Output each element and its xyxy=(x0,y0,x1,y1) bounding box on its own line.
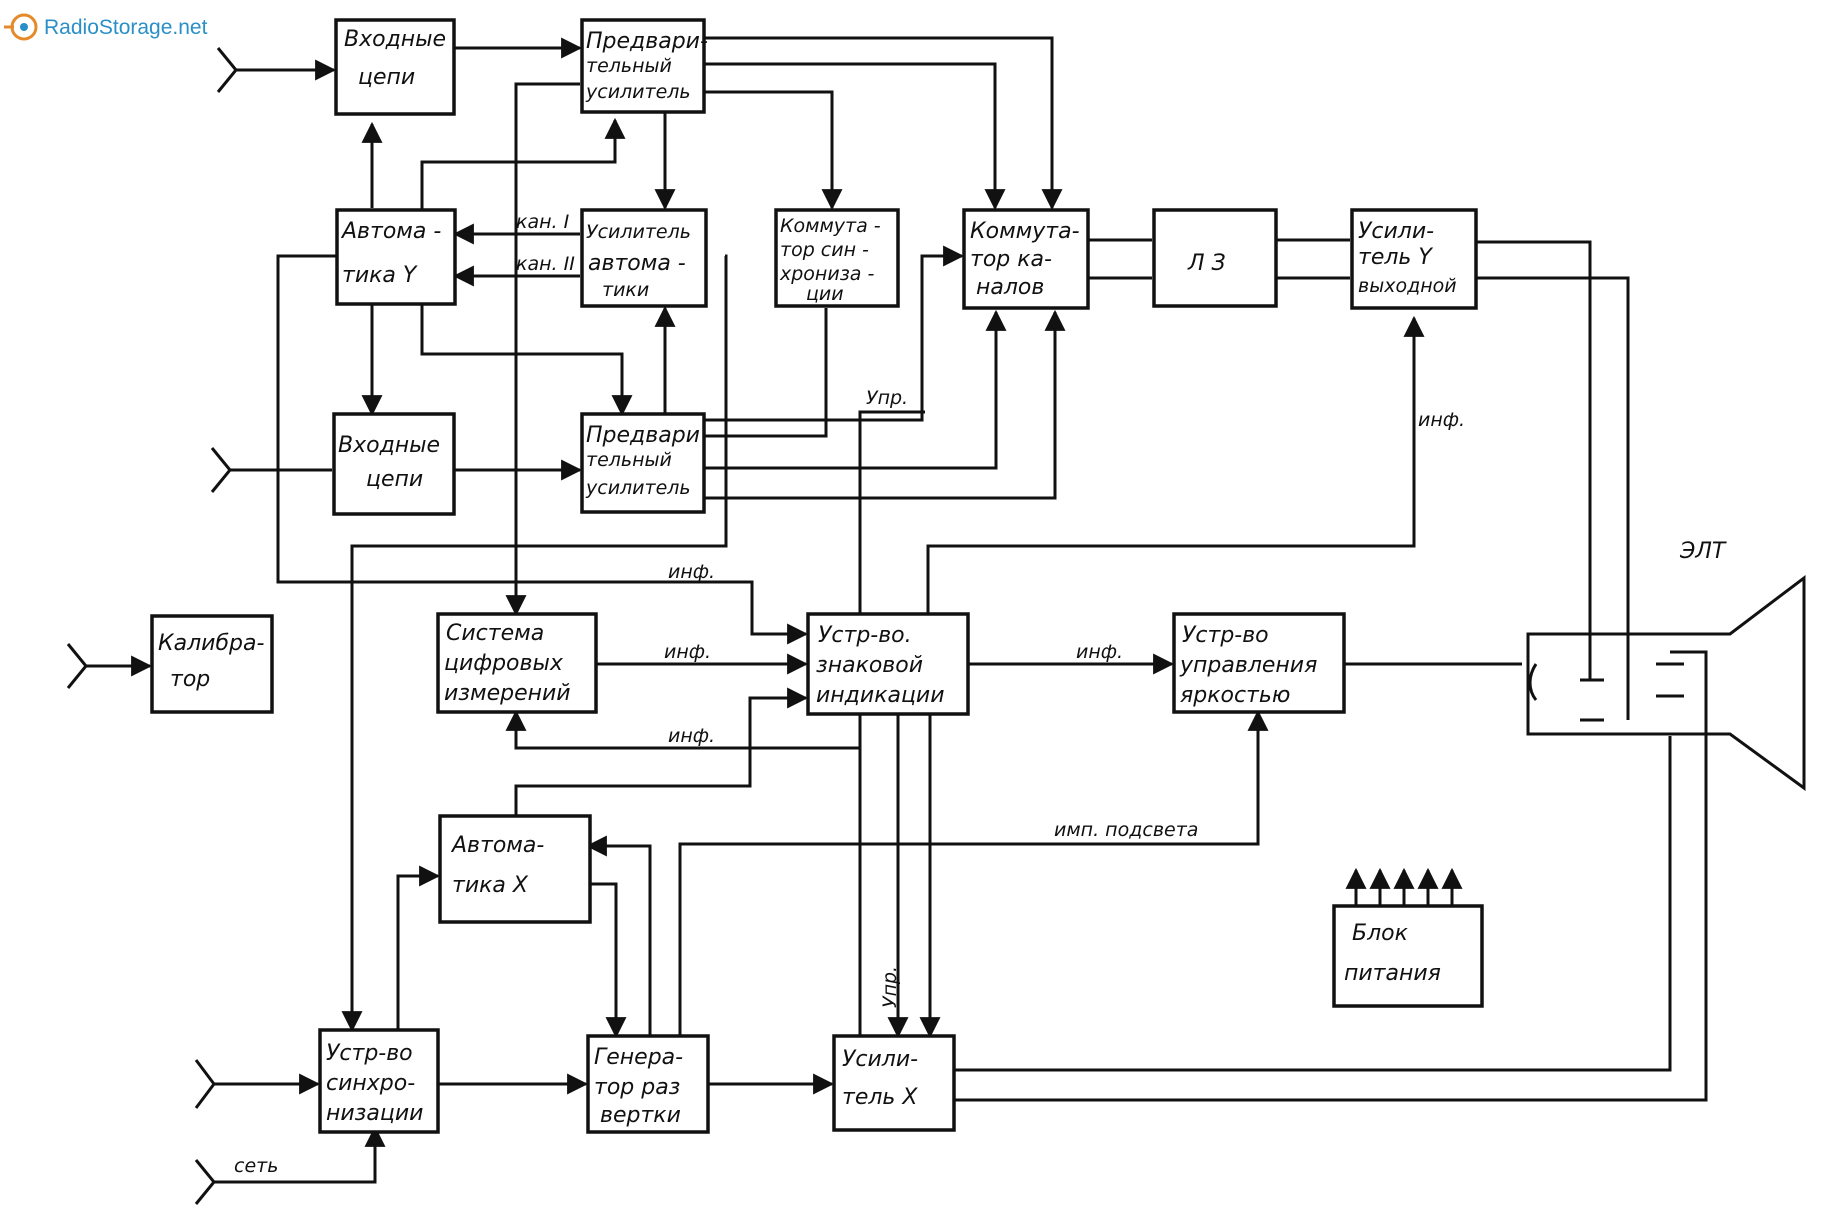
block-amp-auto: Усилитель автома - тики xyxy=(580,208,708,308)
watermark-text: RadioStorage.net xyxy=(44,16,208,39)
block-power-supply-line2: питания xyxy=(1344,961,1441,986)
block-input-top: Входные цепи xyxy=(334,18,456,116)
block-delay-line: Л З xyxy=(1152,208,1278,308)
block-calibrator-line1: Калибра- xyxy=(158,631,264,656)
block-sign-display-line1: Устр-во. xyxy=(818,623,912,648)
block-sync-switch-line4: ции xyxy=(806,283,844,305)
calibrator-antenna xyxy=(66,643,150,689)
block-preamp-top: Предвари- тельный усилитель xyxy=(580,18,708,114)
label-kan1: кан. I xyxy=(516,211,570,233)
block-amp-auto-line1: Усилитель xyxy=(586,221,691,243)
block-brightness-control-line2: управления xyxy=(1179,653,1317,678)
block-amp-y-out-line3: выходной xyxy=(1358,275,1457,297)
block-sweep-generator-line1: Генера- xyxy=(594,1045,683,1070)
block-digital-measurement: Система цифровых измерений xyxy=(436,612,598,714)
block-brightness-control: Устр-во управления яркостью xyxy=(1172,612,1346,714)
block-brightness-control-line1: Устр-во xyxy=(1182,623,1269,648)
label-inf-brightness: инф. xyxy=(1076,641,1123,663)
crt: ЭЛТ xyxy=(1526,539,1806,791)
block-digital-measurement-line1: Система xyxy=(446,621,544,646)
input-mid-antenna xyxy=(210,447,332,493)
block-amp-x: Усили- тель X xyxy=(832,1034,956,1132)
connections xyxy=(66,36,1708,1205)
block-preamp-top-line2: тельный xyxy=(586,55,672,77)
block-auto-y-line2: тика Y xyxy=(342,263,418,288)
block-amp-auto-line3: тики xyxy=(602,279,649,301)
block-auto-x-line2: тика X xyxy=(452,873,529,898)
label-inf-left: инф. xyxy=(668,561,715,583)
block-sign-display-line3: индикации xyxy=(816,683,945,708)
block-preamp-top-line3: усилитель xyxy=(585,81,691,103)
block-sign-display-line2: знаковой xyxy=(816,653,923,678)
label-upr-bottom: Упр. xyxy=(879,966,901,1008)
block-channel-switch-line3: налов xyxy=(976,275,1044,300)
block-preamp-top-line1: Предвари- xyxy=(586,29,708,54)
block-sign-display: Устр-во. знаковой индикации xyxy=(806,612,970,716)
block-amp-y-out-line2: тель Y xyxy=(1358,245,1433,270)
block-amp-y-out: Усили- тель Y выходной xyxy=(1350,208,1478,310)
block-auto-y: Автома - тика Y xyxy=(335,208,457,306)
block-calibrator: Калибра- тор xyxy=(150,614,274,714)
block-power-supply-line1: Блок xyxy=(1352,921,1409,946)
block-channel-switch: Коммута- тор ка- налов xyxy=(962,208,1090,310)
power-outputs xyxy=(1345,867,1463,906)
block-digital-measurement-line3: измерений xyxy=(444,681,571,706)
crt-label: ЭЛТ xyxy=(1679,539,1727,564)
block-sync-device-line1: Устр-во xyxy=(326,1041,413,1066)
block-digital-measurement-line2: цифровых xyxy=(444,651,564,676)
block-amp-x-line2: тель X xyxy=(842,1085,918,1110)
block-amp-auto-line2: автома - xyxy=(588,251,686,276)
block-sync-switch-line2: тор син - xyxy=(780,239,869,261)
block-channel-switch-line1: Коммута- xyxy=(970,219,1080,244)
block-preamp-mid-line2: тельный xyxy=(586,449,672,471)
label-upr-top: Упр. xyxy=(866,387,908,409)
block-sweep-generator-line3: вертки xyxy=(600,1103,681,1128)
block-delay-line-label: Л З xyxy=(1187,251,1226,276)
block-preamp-mid: Предвари тельный усилитель xyxy=(580,412,706,514)
block-sync-switch-line3: хрониза - xyxy=(779,263,874,285)
block-amp-x-line1: Усили- xyxy=(842,1047,918,1072)
block-sync-switch: Коммута - тор син - хрониза - ции xyxy=(774,208,900,308)
label-inf-y: инф. xyxy=(1418,409,1465,431)
input-top-antenna xyxy=(216,47,334,93)
block-power-supply: Блок питания xyxy=(1332,904,1484,1008)
label-inf-digital: инф. xyxy=(664,641,711,663)
signal-labels: кан. I кан. II Упр. инф. инф. инф. инф. … xyxy=(234,211,1465,1177)
block-sync-switch-line1: Коммута - xyxy=(780,215,881,237)
block-auto-x-line1: Автома- xyxy=(450,833,544,858)
label-backlight-pulse: имп. подсвета xyxy=(1054,819,1198,841)
block-sweep-generator-line2: тор раз xyxy=(594,1075,680,1100)
block-amp-y-out-line1: Усили- xyxy=(1358,219,1434,244)
block-calibrator-line2: тор xyxy=(170,667,210,692)
block-sweep-generator: Генера- тор раз вертки xyxy=(586,1034,710,1134)
label-mains: сеть xyxy=(234,1155,278,1177)
mains-input xyxy=(194,1128,375,1205)
block-preamp-mid-line1: Предвари xyxy=(586,423,700,448)
block-preamp-mid-line3: усилитель xyxy=(585,477,691,499)
label-kan2: кан. II xyxy=(516,253,575,275)
block-input-mid-line1: Входные xyxy=(338,433,440,458)
block-brightness-control-line3: яркостью xyxy=(1180,683,1290,708)
block-auto-y-line1: Автома - xyxy=(340,219,441,244)
block-channel-switch-line2: тор ка- xyxy=(970,247,1052,272)
watermark: RadioStorage.net xyxy=(4,13,208,41)
block-sync-device-line2: синхро- xyxy=(326,1071,415,1096)
block-input-mid-line2: цепи xyxy=(366,467,423,492)
block-sync-device: Устр-во синхро- низации xyxy=(318,1028,440,1134)
block-input-mid: Входные цепи xyxy=(332,412,456,516)
sync-antenna xyxy=(194,1059,318,1109)
block-input-top-line1: Входные xyxy=(344,27,446,52)
block-auto-x: Автома- тика X xyxy=(438,814,592,924)
block-sync-device-line3: низации xyxy=(326,1101,423,1126)
block-input-top-line2: цепи xyxy=(358,65,415,90)
label-inf-bottom: инф. xyxy=(668,725,715,747)
